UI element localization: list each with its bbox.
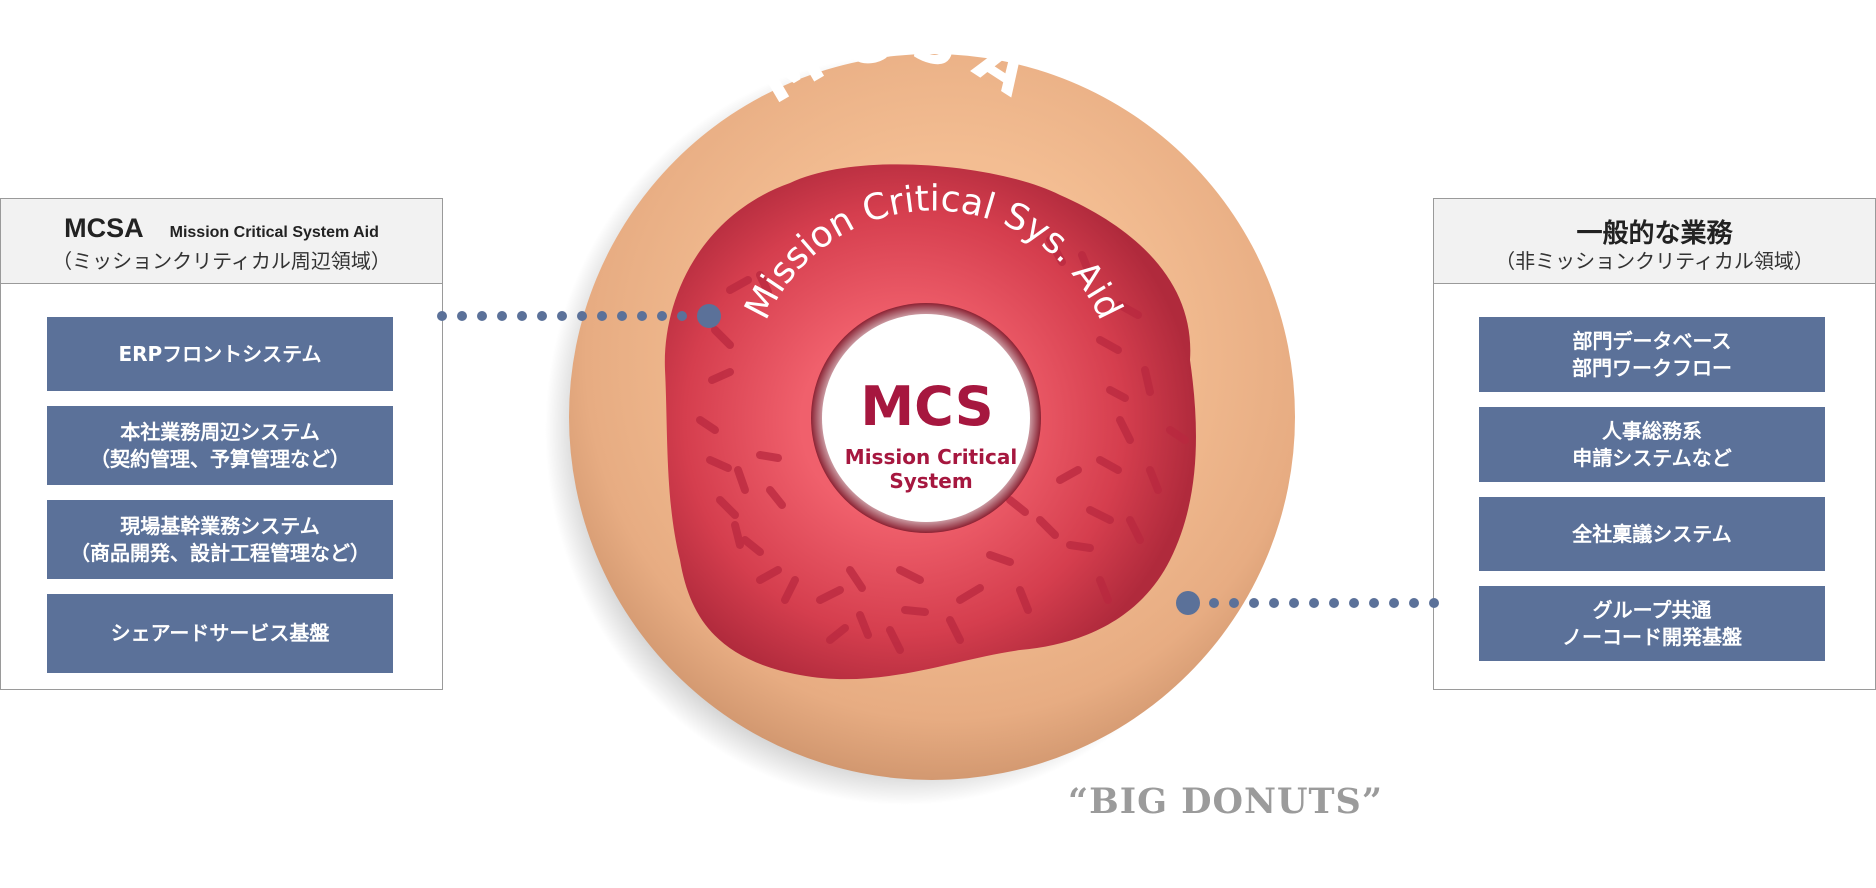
left-connector-endpoint [697, 304, 721, 328]
core-line2: System [889, 469, 972, 493]
big-donuts-label: “BIG DONUTS” [1068, 781, 1383, 822]
core-line1: Mission Critical [845, 445, 1017, 469]
core-title: MCS [860, 375, 993, 438]
right-connector-endpoint [1176, 591, 1200, 615]
